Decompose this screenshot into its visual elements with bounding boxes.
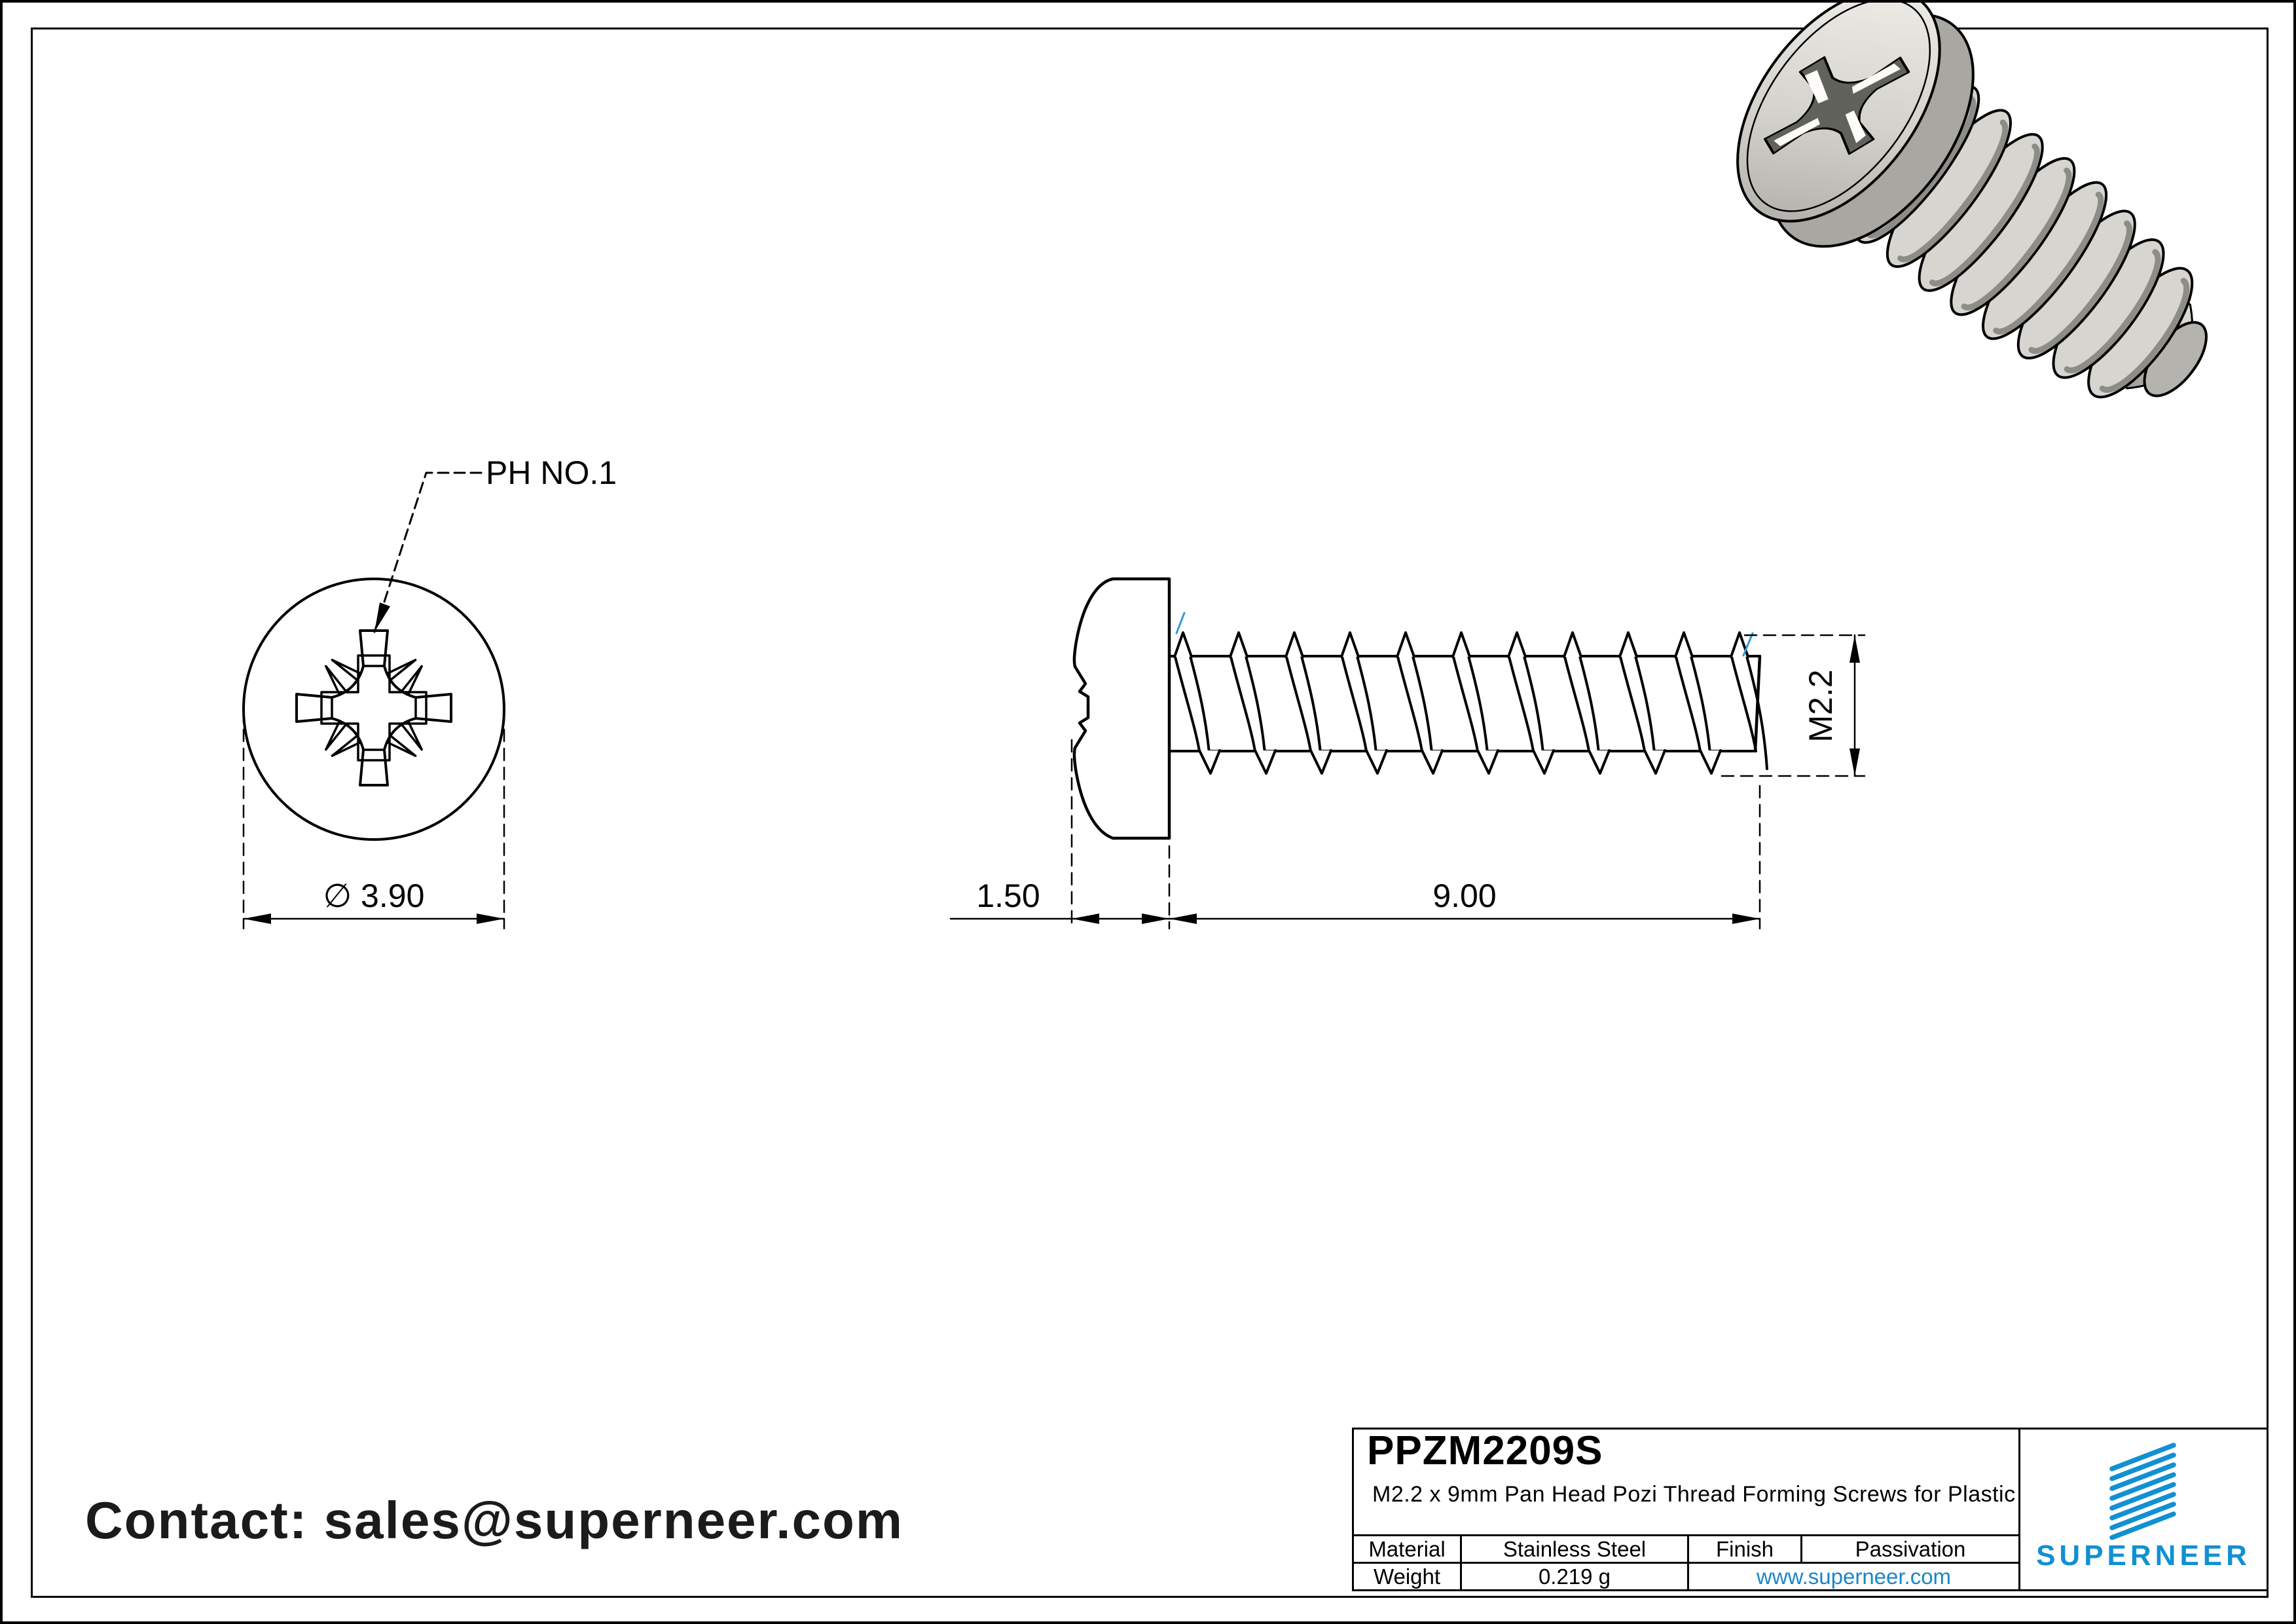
thread-profile [1173, 631, 1768, 775]
finish-label: Finish [1689, 1536, 1802, 1562]
thread-end-face [1753, 654, 1762, 753]
brand-logo-cell: SUPERNEER [2020, 1430, 2267, 1589]
finish-value: Passivation [1855, 1536, 1966, 1561]
side-view: 1.50 9.00 M2.2 [949, 577, 1866, 930]
dim-head-height: 1.50 [949, 739, 1171, 930]
dim-length-text: 9.00 [1432, 877, 1496, 914]
dim-length: 9.00 [1168, 784, 1761, 930]
part-number: PPZM2209S [1367, 1430, 1603, 1473]
weight-label: Weight [1354, 1564, 1462, 1589]
front-view: PH NO.1 ∅ 3.90 [242, 454, 617, 930]
recess-label: PH NO.1 [486, 454, 617, 491]
website-link[interactable]: www.superneer.com [1756, 1564, 1952, 1589]
material-finish-row: Material Stainless Steel Finish Passivat… [1354, 1534, 2018, 1562]
title-block: PPZM2209S M2.2 x 9mm Pan Head Pozi Threa… [1352, 1428, 2269, 1591]
pozi-spikes [325, 659, 423, 757]
screw-3d-preview [1736, 0, 2208, 399]
dim-diameter-text: ∅ 3.90 [323, 877, 425, 914]
dim-thread-size: M2.2 [1721, 634, 1866, 777]
pan-head-profile [1072, 577, 1171, 840]
contact-text: Contact: sales@superneer.com [85, 1491, 903, 1549]
screw-head-3d [1736, 0, 1975, 248]
weight-value: 0.219 g [1462, 1564, 1689, 1589]
dim-head-height-text: 1.50 [976, 877, 1040, 914]
sheet-inner-border [31, 28, 2269, 1598]
material-label: Material [1354, 1536, 1462, 1562]
material-value: Stainless Steel [1462, 1536, 1689, 1562]
pozi-recess-front [295, 629, 452, 786]
pozi-inner-cross [320, 654, 428, 762]
pozi-recess-3d [1743, 22, 1931, 189]
part-description: M2.2 x 9mm Pan Head Pozi Thread Forming … [1372, 1482, 2016, 1507]
weight-website-row: Weight 0.219 g www.superneer.com [1354, 1562, 2018, 1589]
brand-name: SUPERNEER [2036, 1540, 2251, 1572]
leader-arrowhead [374, 602, 390, 632]
dim-thread-text: M2.2 [1802, 669, 1839, 742]
recess-leader: PH NO.1 [373, 454, 617, 633]
title-block-info: PPZM2209S M2.2 x 9mm Pan Head Pozi Threa… [1354, 1430, 2020, 1589]
title-block-header: PPZM2209S M2.2 x 9mm Pan Head Pozi Threa… [1354, 1430, 2018, 1534]
superneer-logo-icon [2109, 1443, 2176, 1540]
cad-artifact-lines [1175, 612, 1754, 657]
dim-diameter: ∅ 3.90 [242, 709, 505, 930]
